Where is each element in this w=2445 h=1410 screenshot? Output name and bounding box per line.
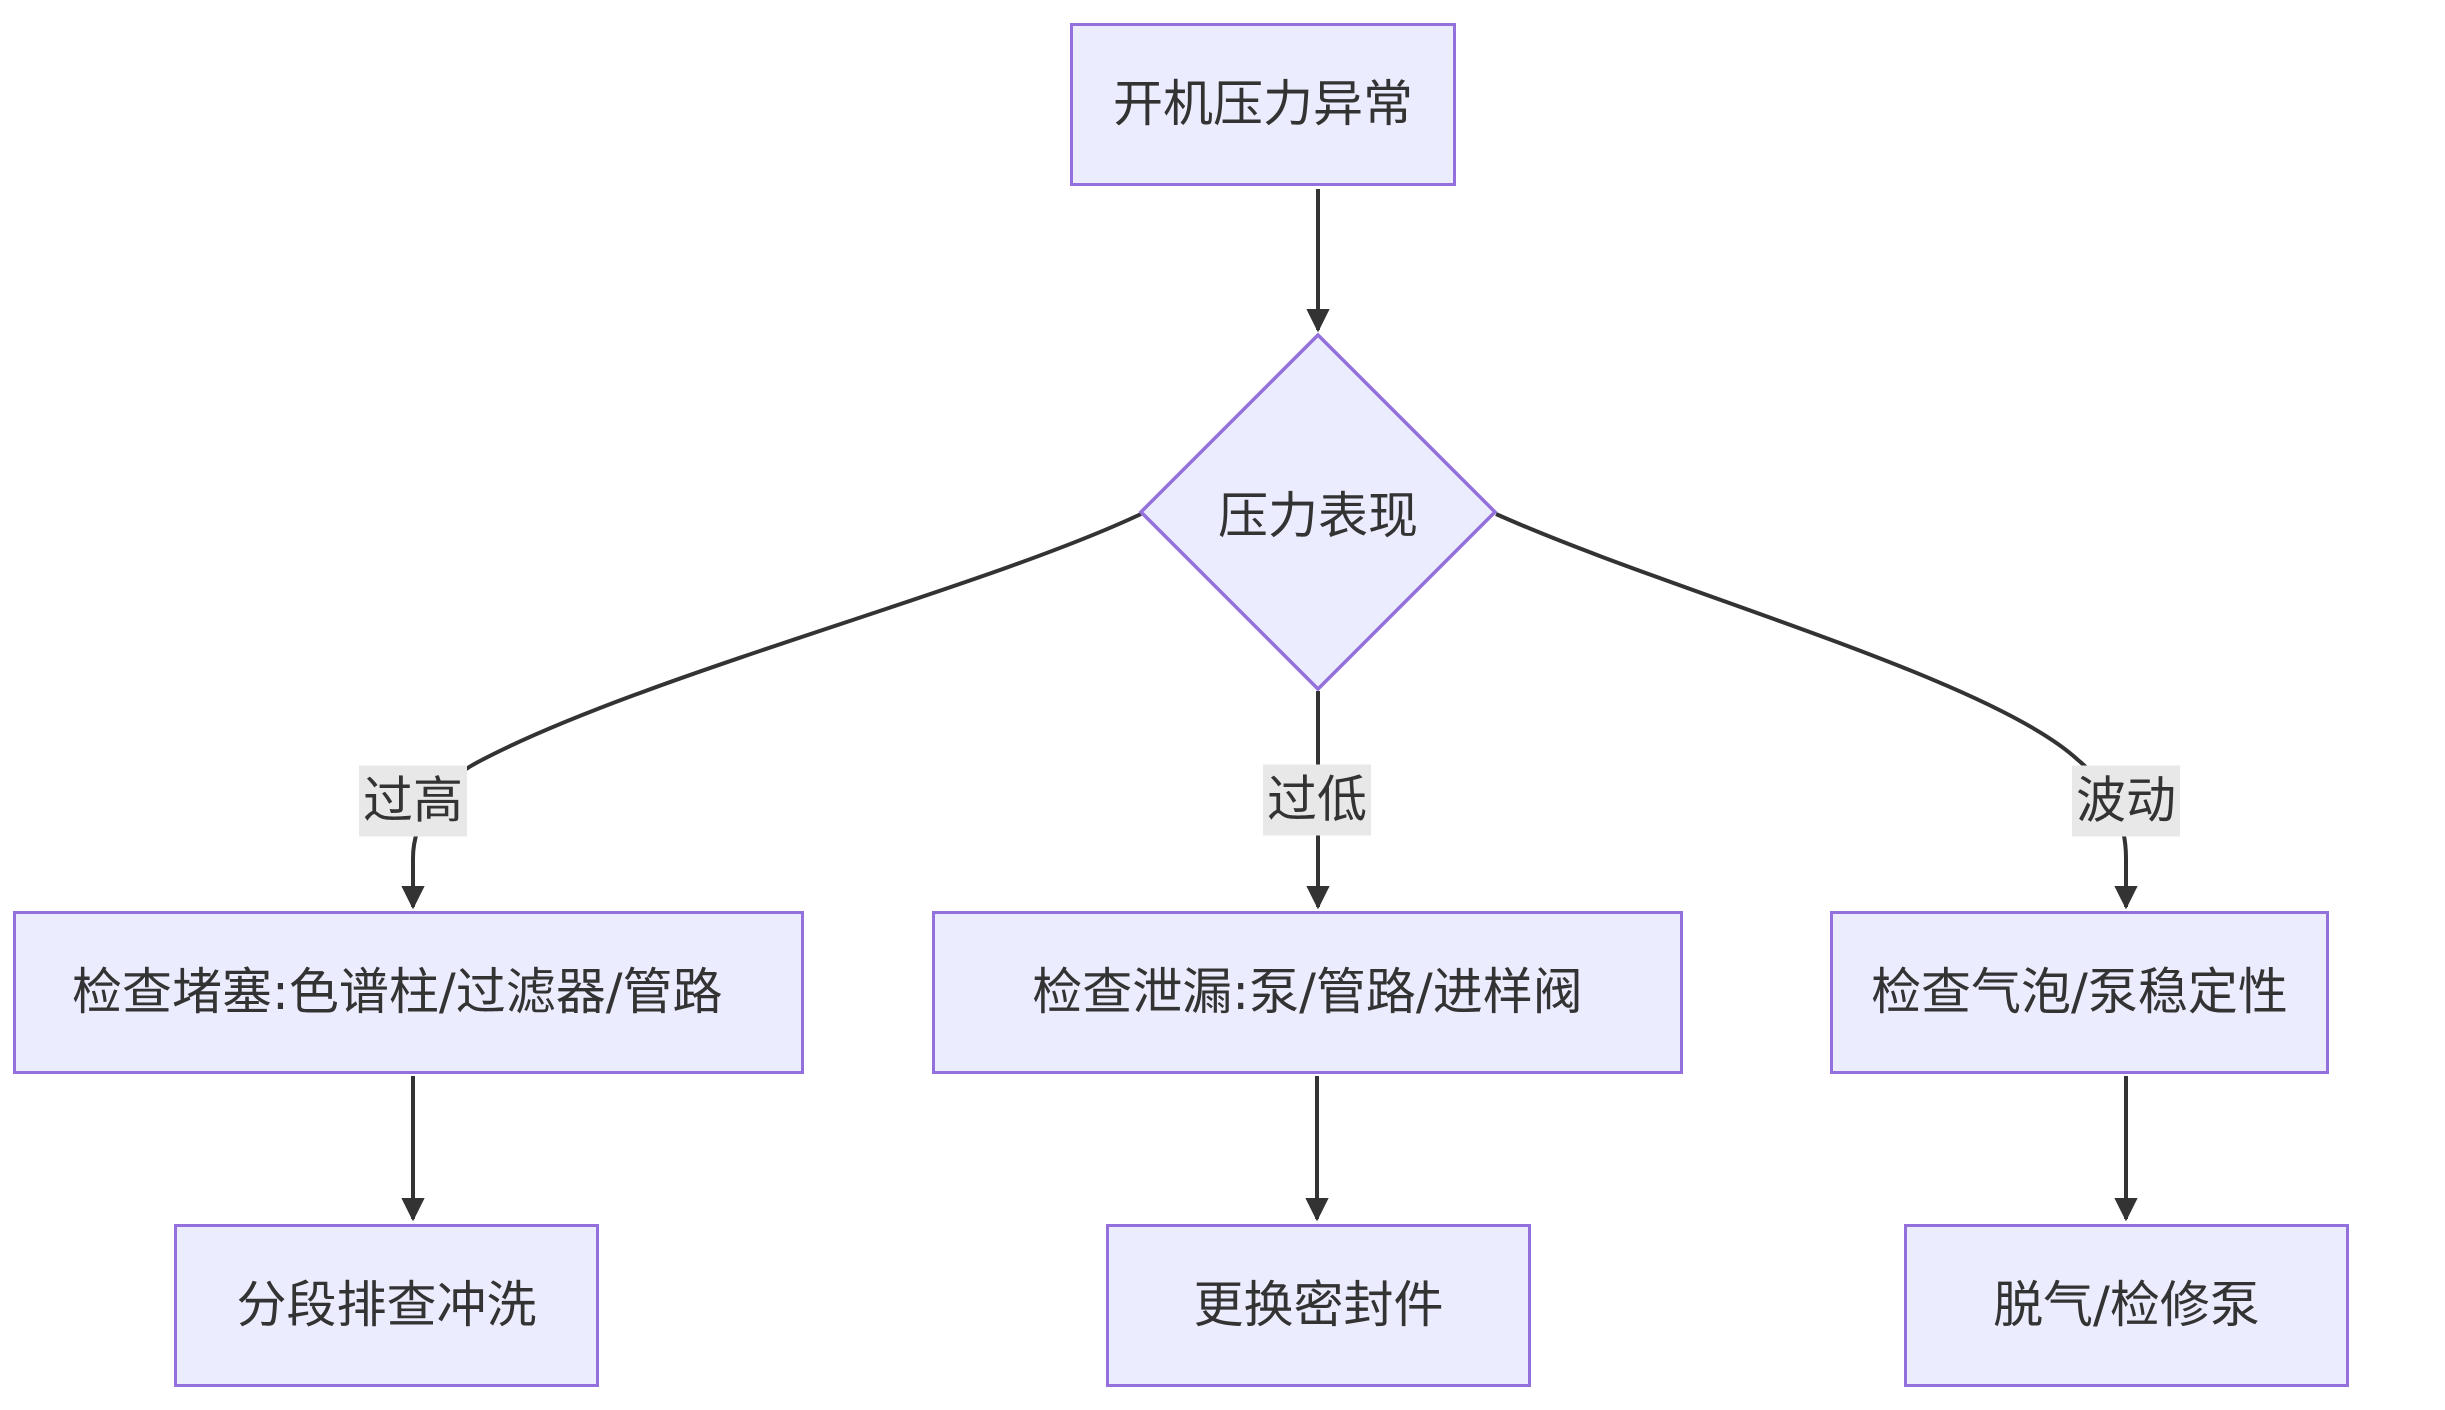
- edge-decision-to-fluct-action: [1495, 512, 2138, 910]
- node-fluct-action: 检查气泡/泵稳定性: [1830, 911, 2329, 1074]
- node-fluct-next: 脱气/检修泵: [1904, 1224, 2349, 1387]
- node-fluct-next-label: 脱气/检修泵: [1993, 1276, 2260, 1335]
- node-fluct-action-label: 检查气泡/泵稳定性: [1871, 963, 2288, 1022]
- edge-label-high: 过高: [359, 765, 467, 837]
- node-high-next-label: 分段排查冲洗: [236, 1276, 537, 1335]
- decision-diamond-shape: [1138, 332, 1498, 692]
- node-low-action: 检查泄漏:泵/管路/进样阀: [932, 911, 1683, 1074]
- node-start-label: 开机压力异常: [1113, 75, 1413, 134]
- node-low-next: 更换密封件: [1106, 1224, 1531, 1387]
- node-low-next-label: 更换密封件: [1193, 1276, 1444, 1335]
- node-high-next: 分段排查冲洗: [174, 1224, 599, 1387]
- node-high-action: 检查堵塞:色谱柱/过滤器/管路: [13, 911, 804, 1074]
- node-start: 开机压力异常: [1070, 23, 1456, 186]
- edge-label-fluct: 波动: [2072, 765, 2180, 837]
- node-high-action-label: 检查堵塞:色谱柱/过滤器/管路: [72, 963, 723, 1022]
- edge-label-low: 过低: [1263, 764, 1371, 836]
- node-low-action-label: 检查泄漏:泵/管路/进样阀: [1032, 963, 1583, 1022]
- node-decision-label: 压力表现: [1218, 487, 1418, 545]
- edge-decision-to-high-action: [401, 512, 1142, 910]
